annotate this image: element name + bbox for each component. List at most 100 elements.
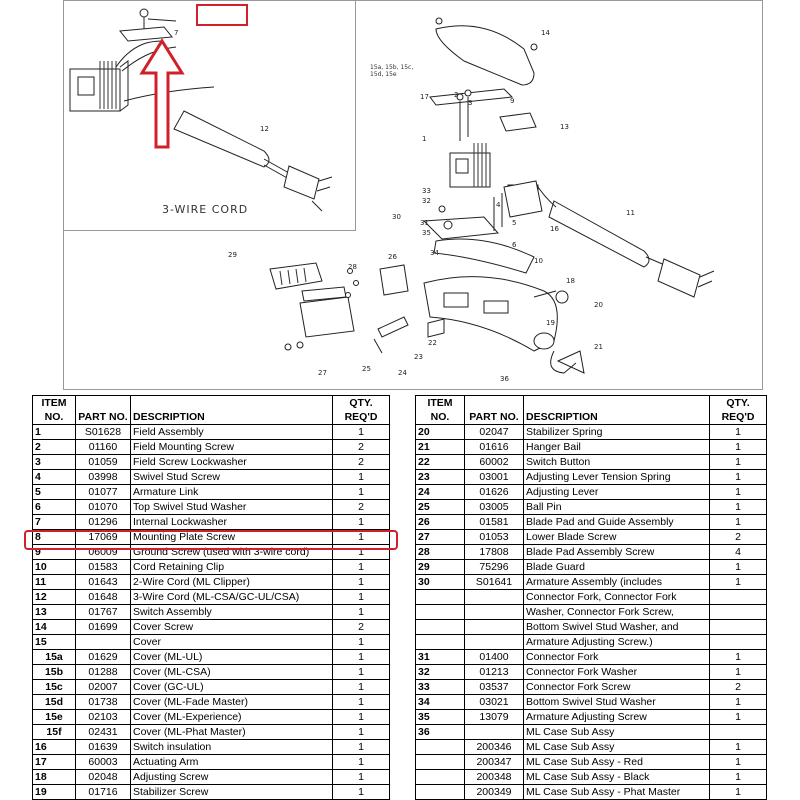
quantity-cell: 1 xyxy=(709,664,767,680)
quantity-cell xyxy=(709,589,767,605)
item-number-cell: 15f xyxy=(32,724,76,740)
description-cell: Cover (ML-Fade Master) xyxy=(130,694,333,710)
svg-text:9: 9 xyxy=(510,97,514,105)
part-number-cell: 01160 xyxy=(75,439,131,455)
item-number-cell: 15 xyxy=(32,634,76,650)
description-cell: Armature Adjusting Screw.) xyxy=(523,634,710,650)
item-number-cell: 14 xyxy=(32,619,76,635)
description-cell: Washer, Connector Fork Screw, xyxy=(523,604,710,620)
item-number-cell: 28 xyxy=(415,544,465,560)
description-cell: Lower Blade Screw xyxy=(523,529,710,545)
part-number-cell: 200348 xyxy=(464,769,524,785)
description-cell: Bottom Swivel Stud Washer, and xyxy=(523,619,710,635)
inset-field-coil xyxy=(69,60,129,112)
item-number-cell xyxy=(415,784,465,800)
part-number-cell: 01639 xyxy=(75,739,131,755)
item-number-cell: 15c xyxy=(32,679,76,695)
svg-text:1: 1 xyxy=(422,135,426,143)
description-cell: Bottom Swivel Stud Washer xyxy=(523,694,710,710)
quantity-cell: 2 xyxy=(709,679,767,695)
description-cell: ML Case Sub Assy - Phat Master xyxy=(523,784,710,800)
item-number-cell: 6 xyxy=(32,499,76,515)
description-cell: Connector Fork, Connector Fork xyxy=(523,589,710,605)
quantity-cell: 1 xyxy=(332,469,390,485)
part-number-cell: 01629 xyxy=(75,649,131,665)
item-number-cell: 12 xyxy=(32,589,76,605)
part-number-cell: 60003 xyxy=(75,754,131,770)
item-number-cell: 19 xyxy=(32,784,76,800)
part-number-cell: 01738 xyxy=(75,694,131,710)
svg-text:35: 35 xyxy=(422,229,431,237)
inset-callout: 7 xyxy=(174,29,178,37)
table-row: Bottom Swivel Stud Washer, and xyxy=(415,619,767,635)
parts-drawing: 7 12 14 17 2 3 9 13 1 33 32 30 31 35 34 … xyxy=(69,8,715,383)
description-cell: Connector Fork Screw xyxy=(523,679,710,695)
item-number-cell: 32 xyxy=(415,664,465,680)
quantity-cell: 1 xyxy=(709,739,767,755)
item-number-cell xyxy=(415,619,465,635)
svg-text:20: 20 xyxy=(594,301,603,309)
quantity-cell: 1 xyxy=(709,514,767,530)
description-cell: Hanger Bail xyxy=(523,439,710,455)
description-cell: Armature Adjusting Screw xyxy=(523,709,710,725)
part-number-cell: 01296 xyxy=(75,514,131,530)
part-number-cell: S01641 xyxy=(464,574,524,590)
table-row: Washer, Connector Fork Screw, xyxy=(415,604,767,620)
description-cell: 3-Wire Cord (ML-CSA/GC-UL/CSA) xyxy=(130,589,333,605)
qty-header: QTY.REQ'D xyxy=(332,395,390,425)
part-number-cell xyxy=(464,724,524,740)
item-number-cell: 15b xyxy=(32,664,76,680)
description-cell: Switch Button xyxy=(523,454,710,470)
part-no-header: PART NO. xyxy=(75,395,131,425)
part-number-cell: 03005 xyxy=(464,499,524,515)
svg-text:11: 11 xyxy=(626,209,635,217)
item-number-cell: 13 xyxy=(32,604,76,620)
svg-text:19: 19 xyxy=(546,319,555,327)
item-number-cell: 24 xyxy=(415,484,465,500)
svg-text:13: 13 xyxy=(560,123,569,131)
part-number-cell: S01628 xyxy=(75,424,131,440)
part-number-cell: 03537 xyxy=(464,679,524,695)
description-cell: ML Case Sub Assy xyxy=(523,724,710,740)
part-number-cell: 01699 xyxy=(75,619,131,635)
quantity-cell xyxy=(709,634,767,650)
item-number-cell xyxy=(415,754,465,770)
item-number-cell: 29 xyxy=(415,559,465,575)
item-number-cell: 16 xyxy=(32,739,76,755)
part-number-cell: 60002 xyxy=(464,454,524,470)
description-cell: Field Mounting Screw xyxy=(130,439,333,455)
item-number-cell: 2 xyxy=(32,439,76,455)
svg-text:4: 4 xyxy=(496,201,501,209)
svg-text:29: 29 xyxy=(228,251,237,259)
description-header: DESCRIPTION xyxy=(523,395,710,425)
quantity-cell: 2 xyxy=(332,619,390,635)
svg-text:5: 5 xyxy=(512,219,516,227)
quantity-cell: 1 xyxy=(709,649,767,665)
part-number-cell: 01626 xyxy=(464,484,524,500)
quantity-cell: 1 xyxy=(332,649,390,665)
table-row: Armature Adjusting Screw.) xyxy=(415,634,767,650)
quantity-cell: 1 xyxy=(332,679,390,695)
svg-text:24: 24 xyxy=(398,369,407,377)
quantity-cell: 1 xyxy=(332,694,390,710)
svg-text:26: 26 xyxy=(388,253,397,261)
